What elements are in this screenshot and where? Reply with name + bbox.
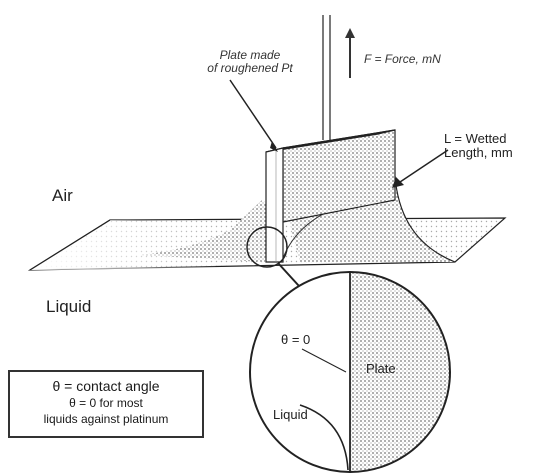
wetted-length-label: L = Wetted Length, mm — [444, 132, 513, 159]
theta-zero-label: θ = 0 — [281, 332, 311, 347]
plate-label-arrow — [229, 79, 278, 152]
liquid-zoom-label: Liquid — [273, 407, 308, 422]
zoomed-contact-view — [249, 271, 451, 473]
contact-angle-legend: θ = contact angle θ = 0 for most liquids… — [8, 370, 204, 438]
legend-line2: θ = 0 for most — [69, 396, 143, 410]
plate-label-line1: Plate made — [219, 48, 281, 62]
plate-zoom-label: Plate — [366, 361, 396, 376]
force-label: F = Force, mN — [364, 52, 441, 66]
legend-line1: θ = contact angle — [52, 378, 160, 394]
suspension-rod — [322, 15, 331, 140]
air-label: Air — [52, 186, 73, 205]
legend-line3: liquids against platinum — [43, 412, 169, 426]
contact-zoom-marker — [246, 226, 288, 268]
liquid-label: Liquid — [46, 297, 92, 316]
plate-label-line2: of roughened Pt — [207, 60, 293, 75]
wetted-length-line2: Length, mm — [444, 144, 513, 160]
meniscus-left — [140, 200, 270, 262]
wetted-length-arrow — [392, 149, 449, 188]
force-arrow — [345, 28, 355, 78]
platinum-plate — [265, 129, 396, 263]
plate-label: Plate made of roughened Pt — [190, 49, 310, 74]
wetted-length-line1: L = Wetted — [444, 131, 507, 146]
